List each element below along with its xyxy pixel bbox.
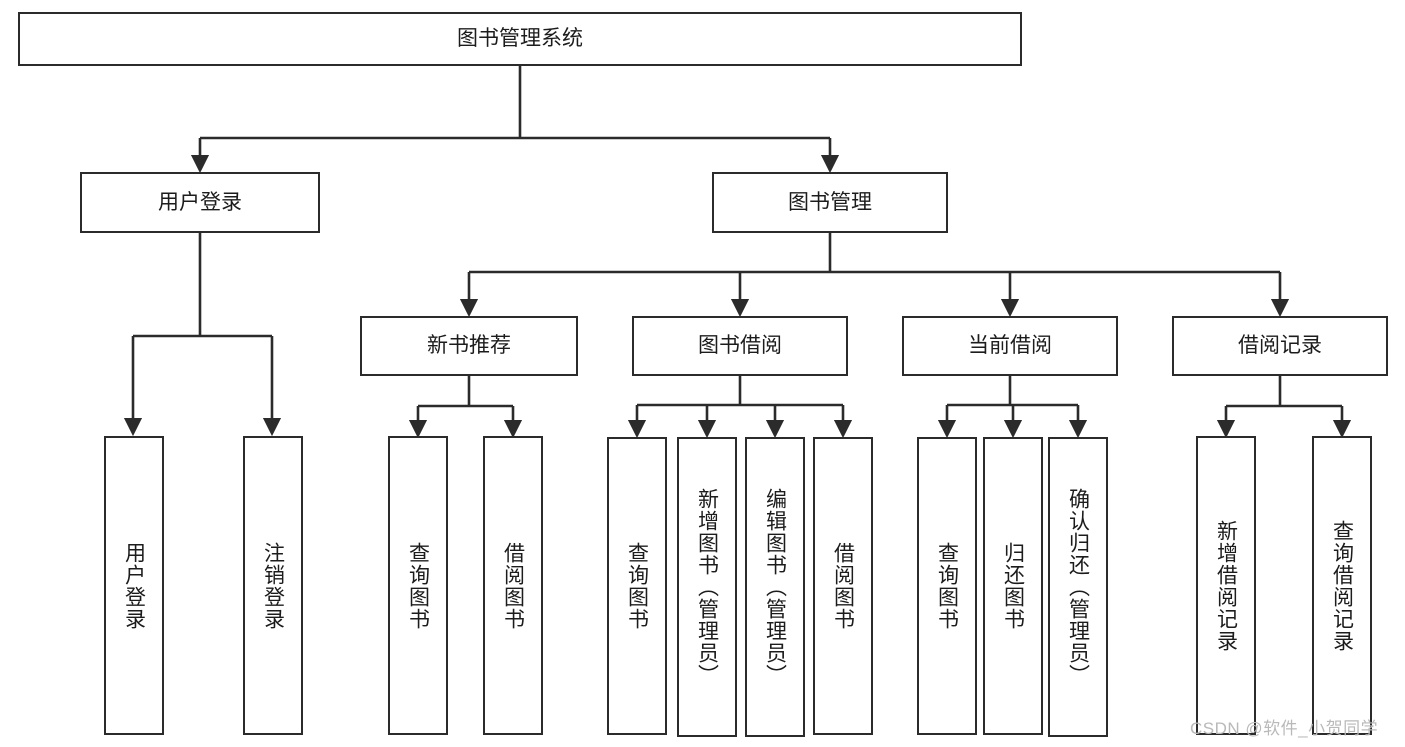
leaf-edit-book-admin[interactable]: 编辑图书（管理员） (745, 437, 805, 737)
node-label: 借阅图书 (831, 542, 855, 630)
leaf-query-book-current[interactable]: 查询图书 (917, 437, 977, 735)
node-label: 编辑图书（管理员） (763, 488, 787, 686)
leaf-borrow-book[interactable]: 借阅图书 (813, 437, 873, 735)
leaf-add-borrow-record[interactable]: 新增借阅记录 (1196, 436, 1256, 735)
watermark-text: CSDN @软件_小贺同学 (1190, 719, 1379, 738)
node-new-book-recommend[interactable]: 新书推荐 (360, 316, 578, 376)
node-root-system[interactable]: 图书管理系统 (18, 12, 1022, 66)
node-label: 查询图书 (625, 542, 649, 630)
node-label: 当前借阅 (968, 334, 1052, 358)
leaf-query-book-recommend[interactable]: 查询图书 (388, 436, 448, 735)
node-book-management[interactable]: 图书管理 (712, 172, 948, 233)
node-label: 借阅图书 (501, 541, 525, 630)
node-current-borrow[interactable]: 当前借阅 (902, 316, 1118, 376)
leaf-confirm-return-admin[interactable]: 确认归还（管理员） (1048, 437, 1108, 737)
node-label: 查询借阅记录 (1330, 519, 1354, 652)
node-label: 查询图书 (935, 542, 959, 630)
node-book-borrow[interactable]: 图书借阅 (632, 316, 848, 376)
node-label: 用户登录 (122, 541, 146, 630)
node-label: 查询图书 (406, 541, 430, 630)
leaf-add-book-admin[interactable]: 新增图书（管理员） (677, 437, 737, 737)
leaf-query-borrow-record[interactable]: 查询借阅记录 (1312, 436, 1372, 735)
node-label: 新增借阅记录 (1214, 519, 1238, 652)
leaf-borrow-book-recommend[interactable]: 借阅图书 (483, 436, 543, 735)
node-label: 归还图书 (1001, 542, 1025, 630)
node-label: 新书推荐 (427, 334, 511, 358)
node-label: 图书管理系统 (457, 27, 583, 51)
node-label: 新增图书（管理员） (695, 488, 719, 686)
node-label: 图书借阅 (698, 334, 782, 358)
node-label: 确认归还（管理员） (1066, 488, 1090, 686)
leaf-query-book[interactable]: 查询图书 (607, 437, 667, 735)
node-label: 借阅记录 (1238, 334, 1322, 358)
node-label: 图书管理 (788, 190, 872, 214)
leaf-logout[interactable]: 注销登录 (243, 436, 303, 735)
node-borrow-record[interactable]: 借阅记录 (1172, 316, 1388, 376)
leaf-return-book[interactable]: 归还图书 (983, 437, 1043, 735)
node-label: 注销登录 (261, 541, 285, 630)
node-label: 用户登录 (158, 190, 242, 214)
leaf-user-login[interactable]: 用户登录 (104, 436, 164, 735)
node-user-login[interactable]: 用户登录 (80, 172, 320, 233)
